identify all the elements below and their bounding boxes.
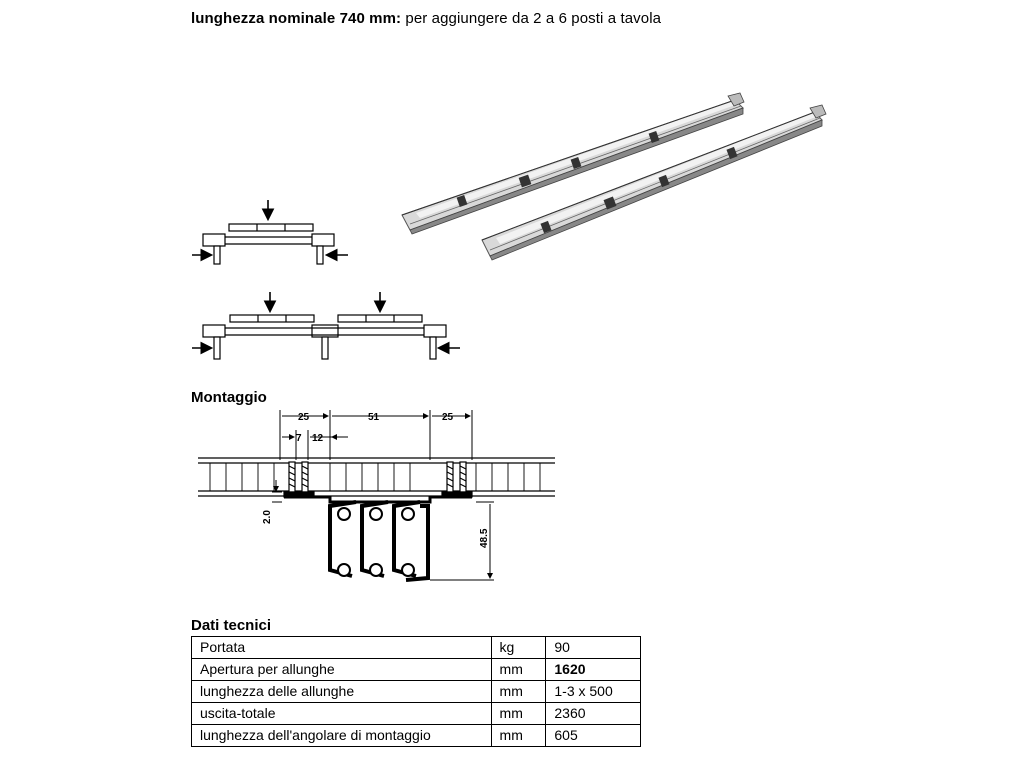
table-row: lunghezza dell'angolare di montaggio mm …	[191, 724, 641, 747]
spec-label: lunghezza dell'angolare di montaggio	[191, 724, 492, 747]
headline-bold: lunghezza nominale 740 mm:	[191, 10, 402, 27]
spec-unit: mm	[490, 724, 547, 747]
tabletop-section	[198, 457, 555, 497]
spec-label: lunghezza delle allunghe	[191, 680, 492, 703]
table-row: uscita-totale mm 2360	[191, 702, 641, 725]
spec-unit: mm	[490, 702, 547, 725]
slide-rail-back	[481, 104, 827, 261]
dim-2-0: 2.0	[262, 510, 273, 524]
spec-unit: kg	[490, 636, 547, 659]
spec-value: 90	[545, 636, 641, 659]
spec-value: 1-3 x 500	[545, 680, 641, 703]
spec-value: 1620	[545, 658, 641, 681]
montaggio-title: Montaggio	[191, 389, 267, 406]
technical-drawings: 25 51 25 7 12 2.0 48.5	[192, 92, 827, 582]
spec-unit: mm	[490, 680, 547, 703]
slide-rail-front	[401, 92, 745, 235]
dim-51: 51	[368, 412, 380, 423]
mounting-cross-section: 25 51 25 7 12 2.0 48.5	[198, 410, 555, 582]
dimension-lines	[272, 410, 494, 581]
mounting-bracket	[284, 495, 472, 504]
table-row: Portata kg 90	[191, 636, 641, 659]
spec-unit: mm	[490, 658, 547, 681]
dim-25-right: 25	[442, 412, 454, 423]
headline-rest: per aggiungere da 2 a 6 posti a tavola	[401, 10, 662, 27]
headline: lunghezza nominale 740 mm: per aggiunger…	[191, 10, 661, 27]
spec-value: 2360	[545, 702, 641, 725]
dim-48-5: 48.5	[479, 528, 490, 548]
spec-label: Portata	[191, 636, 492, 659]
spec-label: Apertura per allunghe	[191, 658, 492, 681]
schematic-one-extension	[192, 200, 348, 265]
spec-value: 605	[545, 724, 641, 747]
schematic-two-extensions	[192, 292, 460, 360]
specs-table: Portata kg 90 Apertura per allunghe mm 1…	[191, 636, 641, 747]
screws-left	[283, 461, 315, 498]
spec-label: uscita-totale	[191, 702, 492, 725]
table-row: Apertura per allunghe mm 1620	[191, 658, 641, 681]
specs-title: Dati tecnici	[191, 617, 272, 634]
screws-right	[441, 461, 473, 498]
table-row: lunghezza delle allunghe mm 1-3 x 500	[191, 680, 641, 703]
dim-7: 7	[296, 433, 302, 444]
ball-bearings	[337, 507, 415, 577]
slide-rails-illustration	[401, 92, 827, 261]
dim-12: 12	[312, 433, 324, 444]
dim-25-left: 25	[298, 412, 310, 423]
